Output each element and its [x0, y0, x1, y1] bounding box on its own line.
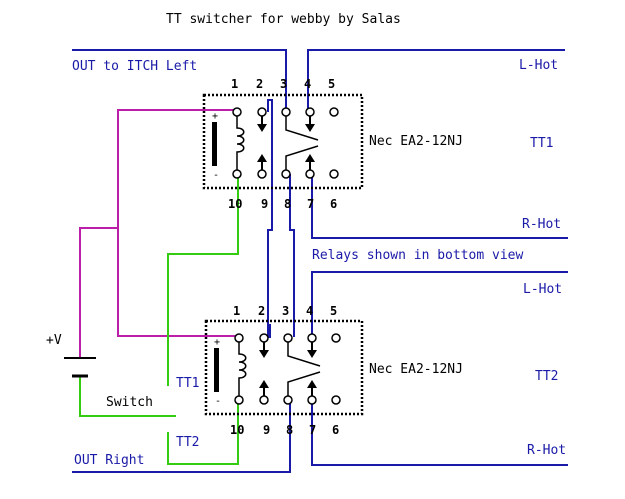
wire-out-right — [72, 400, 291, 473]
switch-tt1-label: TT1 — [176, 376, 199, 391]
r1-pin-8: 8 — [284, 197, 291, 211]
r1-top-pin-4 — [305, 107, 315, 117]
wire-r1p2-to-r2p8 — [267, 99, 273, 338]
r2-bot-pin-10 — [234, 395, 244, 405]
r1-bot-pin-10 — [232, 169, 242, 179]
r1-pin-2: 2 — [256, 77, 263, 91]
r2-armature-bottom — [287, 371, 321, 396]
r2-arrow-down-4 — [307, 350, 317, 358]
r1-arrow-up-9 — [257, 154, 267, 162]
r1-part-label: Nec EA2-12NJ — [369, 134, 463, 149]
r2-top-pin-3 — [283, 333, 293, 343]
r2-pin-4: 4 — [306, 304, 313, 318]
r2-bot-pin-6 — [331, 395, 341, 405]
r2-top-pin-5 — [331, 333, 341, 343]
r2-pin-8: 8 — [286, 423, 293, 437]
r2-arrow-up-9 — [259, 380, 269, 388]
r2-bot-pin-7 — [307, 395, 317, 405]
r2-coil-winding — [238, 342, 247, 396]
r1-bot-pin-7 — [305, 169, 315, 179]
switch-label: Switch — [106, 395, 153, 410]
r2-coil-minus: - — [215, 396, 221, 407]
r1-pin-4: 4 — [304, 77, 311, 91]
relay-tt1: 1 2 3 4 5 + - 10 9 — [202, 58, 561, 232]
r2-coil-bar — [214, 348, 219, 392]
r1-top-pin-2 — [257, 107, 267, 117]
r1-pin-3: 3 — [280, 77, 287, 91]
r2-armature-top — [287, 342, 321, 367]
r1-arrow-down-2 — [257, 124, 267, 132]
r1-top-pin-5 — [329, 107, 339, 117]
wire-tt1-coil — [167, 174, 239, 386]
plus-v-label: +V — [46, 333, 62, 348]
r2-pin-7: 7 — [309, 423, 316, 437]
relays-note: Relays shown in bottom view — [312, 248, 523, 263]
r2-pin-6: 6 — [332, 423, 339, 437]
r1-l-hot-label: L-Hot — [519, 58, 558, 73]
r1-r-hot-label: R-Hot — [522, 217, 561, 232]
relay-tt1-body — [202, 93, 364, 190]
r1-arrow-up-7 — [305, 154, 315, 162]
out-itch-left-label: OUT to ITCH Left — [72, 59, 197, 74]
r1-arrow-down-4 — [305, 124, 315, 132]
r1-pin-5: 5 — [328, 77, 335, 91]
r2-channel-label: TT2 — [535, 369, 558, 384]
r1-pin-10: 10 — [228, 197, 242, 211]
r2-pin-2: 2 — [258, 304, 265, 318]
out-right-label: OUT Right — [74, 453, 144, 468]
wire-l-hot-tt2 — [311, 271, 568, 337]
r1-top-pin-1 — [232, 107, 242, 117]
r2-pin-3: 3 — [282, 304, 289, 318]
wire-r-hot-tt2 — [311, 400, 568, 466]
r2-pin-9: 9 — [263, 423, 270, 437]
r1-bot-pin-9 — [257, 169, 267, 179]
wire-tt2-coil — [167, 400, 239, 465]
r1-pin-1: 1 — [231, 77, 238, 91]
r2-l-hot-label: L-Hot — [523, 282, 562, 297]
r2-arrow-up-7 — [307, 380, 317, 388]
relay-tt2-body — [204, 319, 364, 416]
r1-coil-minus: - — [213, 170, 219, 181]
r1-armature-bottom — [285, 145, 319, 170]
wire-r-hot-tt1 — [311, 174, 568, 239]
wire-battery-ground — [79, 376, 176, 417]
r1-pin-6: 6 — [330, 197, 337, 211]
r1-armature-top — [285, 116, 319, 141]
r2-r-hot-label: R-Hot — [527, 443, 566, 458]
r1-pin-7: 7 — [307, 197, 314, 211]
diagram-title: TT switcher for webby by Salas — [166, 12, 401, 27]
wire-l-hot-tt1 — [307, 49, 565, 112]
r2-top-pin-2 — [259, 333, 269, 343]
r2-bot-pin-8 — [283, 395, 293, 405]
r1-pin-9: 9 — [261, 197, 268, 211]
r1-coil-plus: + — [212, 111, 218, 122]
r2-bot-pin-9 — [259, 395, 269, 405]
wire-r1p8-to-r2p3 — [289, 174, 295, 337]
r2-top-pin-1 — [234, 333, 244, 343]
r2-top-pin-4 — [307, 333, 317, 343]
r1-channel-label: TT1 — [530, 136, 553, 151]
relay-tt2: 1 2 3 4 5 + - 10 9 8 7 6 Nec EA — [204, 282, 566, 458]
r2-pin-10: 10 — [230, 423, 244, 437]
r1-bot-pin-6 — [329, 169, 339, 179]
wire-plus-v-tt2 — [117, 228, 236, 337]
r1-coil-bar — [212, 122, 217, 166]
switch-tt2-label: TT2 — [176, 435, 199, 450]
r2-arrow-down-2 — [259, 350, 269, 358]
r1-top-pin-3 — [281, 107, 291, 117]
r2-coil-plus: + — [214, 337, 220, 348]
r1-bot-pin-8 — [281, 169, 291, 179]
r1-coil-winding — [236, 116, 245, 170]
r2-pin-1: 1 — [233, 304, 240, 318]
r2-part-label: Nec EA2-12NJ — [369, 362, 463, 377]
r2-pin-5: 5 — [330, 304, 337, 318]
wire-out-itch-left — [72, 49, 287, 112]
